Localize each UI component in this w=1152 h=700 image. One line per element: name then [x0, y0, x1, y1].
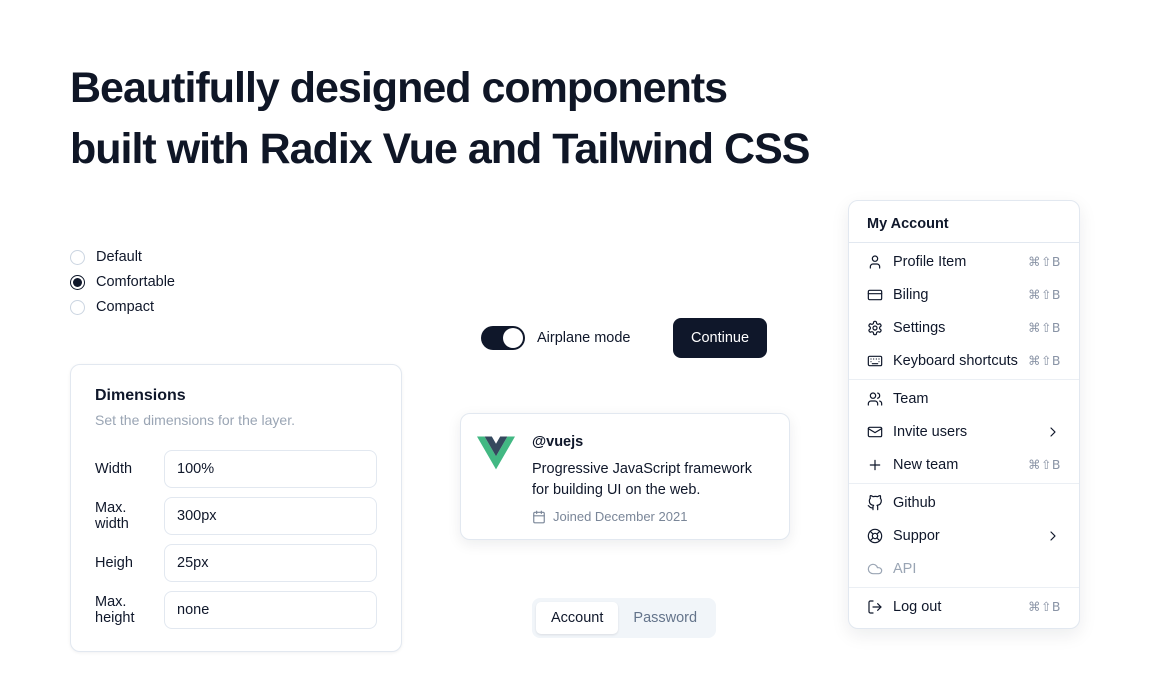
- menu-item-label: Profile Item: [893, 253, 967, 270]
- airplane-mode-toggle[interactable]: [481, 326, 525, 350]
- card-title: Dimensions: [95, 387, 186, 404]
- cloud-icon: [867, 563, 883, 574]
- card-subtitle: Set the dimensions for the layer.: [95, 412, 295, 428]
- airplane-mode-control: Airplane mode: [481, 326, 631, 350]
- tab-account[interactable]: Account: [536, 602, 619, 634]
- field-row-max-height: Max. height: [95, 591, 377, 629]
- toggle-knob: [503, 328, 523, 348]
- menu-item-billing[interactable]: Biling ⌘⇧B: [854, 278, 1074, 311]
- radio-label: Comfortable: [96, 274, 175, 290]
- menu-item-api: API: [854, 552, 1074, 585]
- chevron-right-icon: [1045, 528, 1061, 544]
- menu-item-shortcut: ⌘⇧B: [1027, 599, 1061, 614]
- menu-item-label: Github: [893, 494, 936, 511]
- users-icon: [867, 391, 883, 406]
- density-radio-group: Default Comfortable Compact: [70, 249, 175, 315]
- menu-divider: [849, 483, 1079, 484]
- menu-item-shortcut: ⌘⇧B: [1027, 287, 1061, 302]
- account-tabs: Account Password: [532, 598, 717, 638]
- gear-icon: [868, 320, 882, 335]
- hover-card-body: @vuejs Progressive JavaScript framework …: [532, 431, 770, 524]
- menu-item-label: API: [893, 560, 917, 577]
- radio-circle[interactable]: [70, 299, 85, 315]
- dimensions-card: Dimensions Set the dimensions for the la…: [70, 364, 402, 652]
- menu-item-label: Settings: [893, 319, 946, 336]
- life-buoy-icon: [867, 528, 883, 543]
- menu-item-new-team[interactable]: New team ⌘⇧B: [854, 448, 1074, 481]
- menu-item-label: Suppor: [893, 527, 940, 544]
- menu-item-support[interactable]: Suppor: [854, 519, 1074, 552]
- menu-item-team[interactable]: Team: [854, 382, 1074, 415]
- menu-item-label: Log out: [893, 598, 942, 615]
- page-title: Beautifully designed components built wi…: [70, 58, 810, 181]
- joined-text: Joined December 2021: [553, 509, 688, 525]
- radio-circle-checked[interactable]: [70, 274, 85, 290]
- continue-button[interactable]: Continue: [673, 318, 768, 358]
- mail-icon: [867, 426, 883, 437]
- plus-icon: [869, 459, 881, 470]
- field-label: Max. height: [95, 594, 135, 626]
- joined-row: Joined December 2021: [532, 509, 770, 524]
- tab-password[interactable]: Password: [633, 610, 698, 626]
- field-label: Max. width: [95, 500, 129, 532]
- menu-item-logout[interactable]: Log out ⌘⇧B: [854, 590, 1074, 623]
- menu-item-shortcut: ⌘⇧B: [1027, 254, 1061, 269]
- field-row-width: Width: [95, 450, 377, 488]
- github-icon: [867, 494, 882, 510]
- menu-divider: [849, 242, 1079, 243]
- menu-item-shortcut: ⌘⇧B: [1027, 457, 1061, 472]
- radio-option-default[interactable]: Default: [70, 249, 175, 265]
- menu-item-profile[interactable]: Profile Item ⌘⇧B: [854, 245, 1074, 278]
- menu-item-settings[interactable]: Settings ⌘⇧B: [854, 311, 1074, 344]
- menu-title: My Account: [867, 216, 949, 232]
- radio-label: Default: [96, 249, 142, 265]
- menu-item-label: Team: [893, 390, 929, 407]
- radio-label: Compact: [96, 299, 155, 315]
- vue-handle: @vuejs: [532, 434, 584, 450]
- menu-item-label: New team: [893, 456, 959, 473]
- account-dropdown-menu: My Account Profile Item ⌘⇧B Biling ⌘⇧B S…: [848, 200, 1080, 629]
- vue-hover-card: @vuejs Progressive JavaScript framework …: [460, 413, 790, 541]
- menu-item-label: Keyboard shortcuts: [893, 352, 1018, 369]
- field-label: Width: [95, 461, 133, 477]
- user-icon: [869, 254, 881, 269]
- vue-description: Progressive JavaScript framework for bui…: [532, 461, 752, 498]
- chevron-right-icon: [1045, 424, 1061, 440]
- calendar-icon: [533, 510, 545, 524]
- credit-card-icon: [867, 289, 883, 300]
- page-title-line1: Beautifully designed components: [70, 64, 728, 112]
- page-title-line2: built with Radix Vue and Tailwind CSS: [70, 125, 810, 174]
- menu-item-label: Invite users: [893, 423, 968, 440]
- menu-item-invite-users[interactable]: Invite users: [854, 415, 1074, 448]
- menu-item-label: Biling: [893, 286, 929, 303]
- radio-circle[interactable]: [70, 249, 85, 265]
- menu-divider: [849, 587, 1079, 588]
- keyboard-icon: [867, 355, 883, 366]
- dimensions-fields: Width Max. width Heigh Max. height: [95, 450, 377, 629]
- field-label: Heigh: [95, 555, 133, 571]
- radio-option-compact[interactable]: Compact: [70, 299, 175, 315]
- max-height-input[interactable]: [164, 591, 377, 629]
- menu-item-shortcut: ⌘⇧B: [1027, 353, 1061, 368]
- menu-divider: [849, 379, 1079, 380]
- menu-item-github[interactable]: Github: [854, 486, 1074, 519]
- radio-option-comfortable[interactable]: Comfortable: [70, 274, 175, 290]
- log-out-icon: [868, 599, 882, 614]
- field-row-height: Heigh: [95, 544, 377, 582]
- field-row-max-width: Max. width: [95, 497, 377, 535]
- width-input[interactable]: [164, 450, 377, 488]
- menu-item-keyboard-shortcuts[interactable]: Keyboard shortcuts ⌘⇧B: [854, 344, 1074, 377]
- max-width-input[interactable]: [164, 497, 377, 535]
- airplane-mode-label: Airplane mode: [537, 330, 631, 346]
- vue-logo-icon: [477, 436, 515, 470]
- menu-item-shortcut: ⌘⇧B: [1027, 320, 1061, 335]
- height-input[interactable]: [164, 544, 377, 582]
